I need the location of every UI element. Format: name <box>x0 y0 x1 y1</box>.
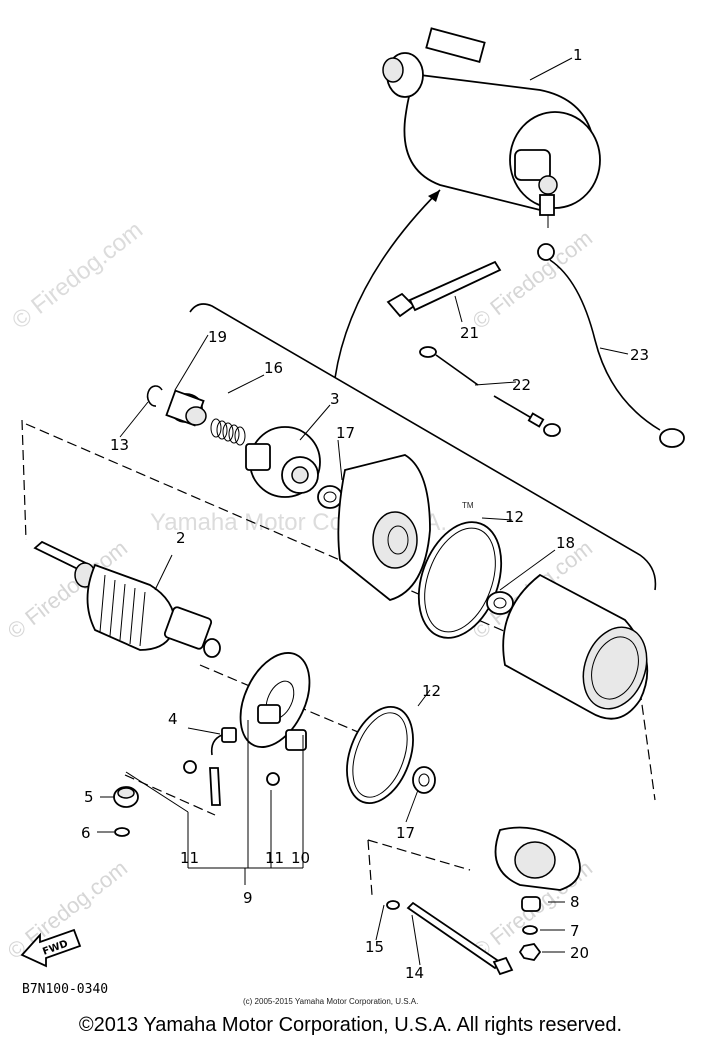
part-19-collar <box>165 389 207 427</box>
label-part-23: 23 <box>630 346 649 364</box>
label-part-22: 22 <box>512 376 531 394</box>
label-part-15: 15 <box>365 938 384 956</box>
part-number-labels: 1 2 3 4 5 6 7 8 9 10 11 11 12 12 13 14 1… <box>81 46 649 982</box>
yoke <box>502 573 649 720</box>
label-part-11-left: 11 <box>180 849 199 867</box>
label-part-11-right: 11 <box>265 849 284 867</box>
label-part-2: 2 <box>176 529 186 547</box>
label-part-17-upper: 17 <box>336 424 355 442</box>
part-17-washer-lower <box>412 766 436 794</box>
part-21-bolt <box>386 260 502 318</box>
part-7-washer <box>522 925 538 935</box>
small-copyright: (c) 2005-2015 Yamaha Motor Corporation, … <box>243 997 418 1006</box>
footer-copyright: ©2013 Yamaha Motor Corporation, U.S.A. A… <box>78 1014 623 1036</box>
part-6-washer <box>114 827 130 837</box>
label-part-19: 19 <box>208 328 227 346</box>
part-8-grommet <box>521 896 541 912</box>
label-part-10: 10 <box>291 849 310 867</box>
brush-holder-plate <box>239 652 311 751</box>
watermark-tm: TM <box>462 501 474 510</box>
label-part-17-lower: 17 <box>396 824 415 842</box>
label-part-5: 5 <box>84 788 94 806</box>
group-bracket-9 <box>125 720 304 885</box>
label-part-8: 8 <box>570 893 580 911</box>
label-part-4: 4 <box>168 710 178 728</box>
part-12-o-ring-upper <box>417 521 503 639</box>
label-part-18: 18 <box>556 534 575 552</box>
part-3-clutch-pinion <box>245 426 321 498</box>
watermark-firedog-top-right: © Firedog.com <box>468 225 597 334</box>
leader-lines <box>97 57 629 966</box>
forward-arrow: FWD <box>20 928 82 968</box>
label-part-9: 9 <box>243 889 253 907</box>
watermark-firedog-left: © Firedog.com <box>7 216 148 334</box>
part-11-screws <box>266 772 280 786</box>
label-part-12-upper: 12 <box>505 508 524 526</box>
label-part-16: 16 <box>264 359 283 377</box>
part-22-terminal-lead <box>419 346 561 437</box>
front-cover <box>337 454 431 601</box>
label-part-12-lower: 12 <box>422 682 441 700</box>
part-20-nut <box>518 943 542 961</box>
part-18-washer <box>486 591 514 615</box>
part-2-armature <box>33 540 221 658</box>
part-4-brush-lead <box>183 727 237 806</box>
label-part-14: 14 <box>405 964 424 982</box>
part-23-lead-wire <box>537 243 685 448</box>
label-part-13: 13 <box>110 436 129 454</box>
label-part-21: 21 <box>460 324 479 342</box>
part-15-washer <box>386 900 400 910</box>
label-part-20: 20 <box>570 944 589 962</box>
part-17-washer-upper <box>317 485 343 509</box>
part-14-through-bolt <box>406 901 514 976</box>
part-12-o-ring-lower <box>346 706 414 804</box>
starting-motor-exploded-diagram: © Firedog.com © Firedog.com © Firedog.co… <box>3 27 685 1006</box>
label-part-3: 3 <box>330 390 340 408</box>
label-part-6: 6 <box>81 824 91 842</box>
label-part-1: 1 <box>573 46 583 64</box>
part-16-spring <box>210 418 246 446</box>
part-13-circlip <box>146 385 163 407</box>
part-5-grommet <box>113 786 139 808</box>
label-part-7: 7 <box>570 922 580 940</box>
diagram-code: B7N100-0340 <box>22 982 108 997</box>
rear-cover <box>494 826 581 891</box>
part-1-starter-motor <box>382 27 601 228</box>
